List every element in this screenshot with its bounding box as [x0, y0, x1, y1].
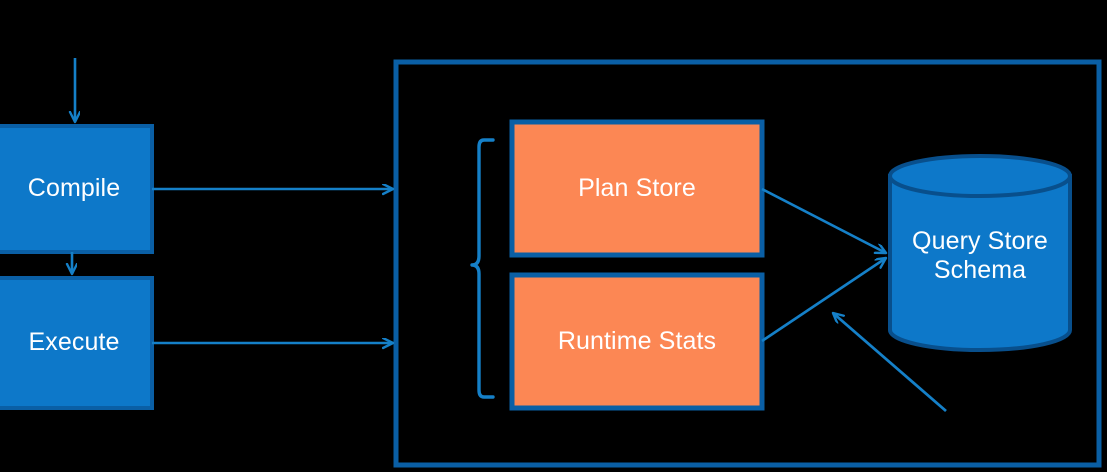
- query-store-container: [393, 59, 1102, 468]
- compile-box[interactable]: [0, 124, 154, 254]
- connector-external-to-schema: [833, 313, 947, 413]
- plan-store-box[interactable]: [509, 119, 765, 258]
- query-store-schema-cylinder[interactable]: [888, 154, 1072, 352]
- connector-runtime-stats-to-schema: [761, 258, 886, 343]
- execute-box[interactable]: [0, 276, 154, 410]
- connector-plan-store-to-schema: [761, 187, 886, 253]
- store-group-brace: [470, 138, 495, 399]
- runtime-stats-box[interactable]: [509, 272, 765, 411]
